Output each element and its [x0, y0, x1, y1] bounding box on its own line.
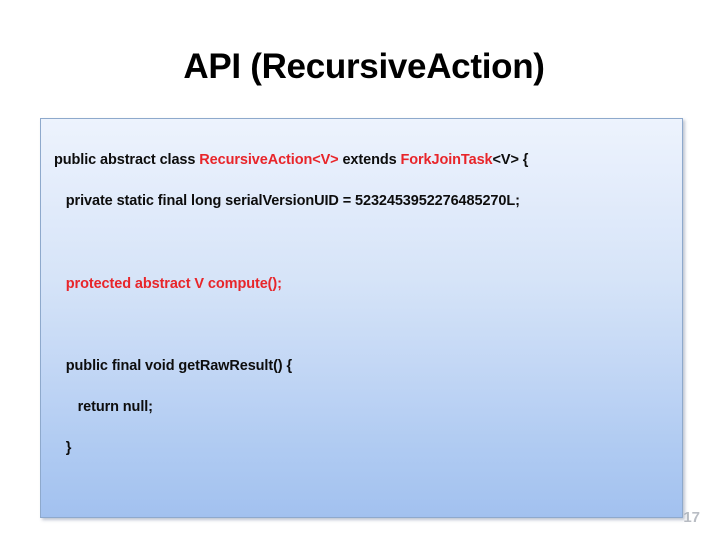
code-line — [54, 232, 676, 253]
code-line: return null; — [54, 397, 676, 418]
code-token: private static final long serialVersionU… — [65, 193, 520, 210]
code-line: private static final long serialVersionU… — [54, 191, 676, 212]
code-token: } — [65, 440, 72, 457]
code-token: <V> { — [492, 152, 529, 168]
code-line: public abstract class RecursiveAction<V>… — [54, 150, 676, 171]
page-number: 17 — [683, 509, 700, 526]
code-line: public final void getRawResult() { — [54, 356, 676, 377]
code-token: extends — [338, 152, 401, 168]
code-panel: public abstract class RecursiveAction<V>… — [40, 118, 683, 518]
code-token: return null; — [77, 399, 153, 416]
code-token-highlight: protected abstract V compute(); — [65, 275, 282, 292]
page-title: API (RecursiveAction) — [183, 47, 545, 86]
code-token: public abstract class — [54, 152, 200, 168]
code-token: public final void getRawResult() { — [65, 357, 292, 374]
code-line: protected abstract V compute(); — [54, 274, 676, 295]
code-line: } — [54, 438, 676, 459]
code-line — [54, 480, 676, 501]
code-listing: public abstract class RecursiveAction<V>… — [54, 150, 676, 517]
code-token-highlight: ForkJoinTask — [400, 152, 493, 168]
code-token-highlight: RecursiveAction<V> — [199, 152, 339, 168]
code-line — [54, 315, 676, 336]
